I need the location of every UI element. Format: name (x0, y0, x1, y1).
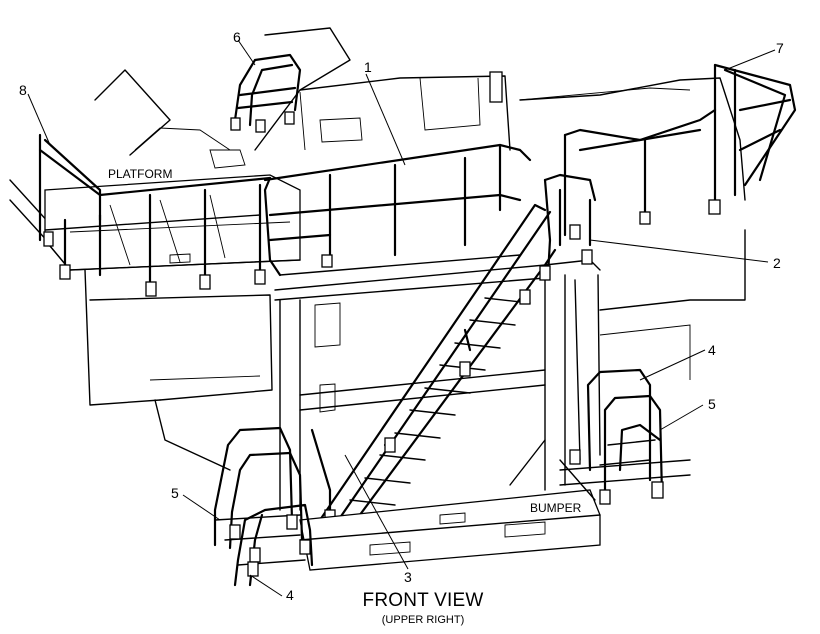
platform-label: PLATFORM (108, 167, 172, 181)
callout-1: 1 (364, 59, 372, 75)
stairway (310, 173, 597, 537)
callout-4-left: 4 (286, 587, 294, 603)
callout-6: 6 (233, 29, 241, 45)
left-step-ladder (213, 426, 314, 587)
callout-5-left: 5 (171, 485, 179, 501)
view-title: FRONT VIEW (362, 590, 484, 611)
platform-handrail (38, 133, 272, 297)
callout-2: 2 (773, 255, 781, 271)
machine-body (9, 27, 746, 471)
top-ladder (230, 53, 302, 133)
front-bumper (299, 459, 601, 571)
callout-4-right: 4 (708, 342, 716, 358)
callout-5-right: 5 (708, 396, 716, 412)
callout-7: 7 (776, 40, 784, 56)
rear-handrail (563, 63, 797, 237)
platform-support-frame (274, 259, 601, 511)
leader-lines (27, 39, 776, 597)
callout-3: 3 (404, 569, 412, 585)
view-subtitle: (UPPER RIGHT) (381, 614, 465, 626)
centre-handrail (263, 71, 532, 277)
right-step-ladder (559, 368, 691, 505)
callout-8: 8 (19, 82, 27, 98)
platform-deck (44, 149, 301, 271)
bumper-label: BUMPER (530, 501, 582, 515)
